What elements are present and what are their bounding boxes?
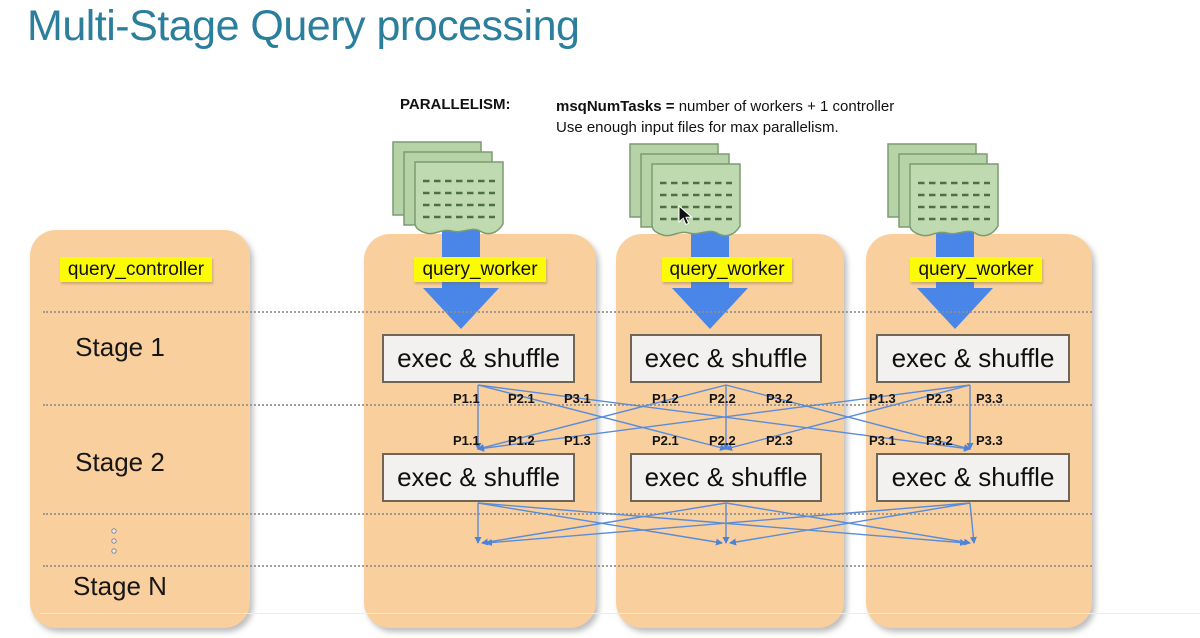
page-title: Multi-Stage Query processing — [27, 2, 580, 50]
partition-label: P3.1 — [564, 391, 591, 406]
worker3-stage2-exec-box: exec & shuffle — [876, 453, 1070, 502]
partition-label: P3.2 — [926, 433, 953, 448]
partition-label: P3.1 — [869, 433, 896, 448]
query-worker-2-label: query_worker — [662, 257, 792, 282]
worker1-stage1-exec-box: exec & shuffle — [382, 334, 575, 383]
stage-divider-line-1 — [43, 311, 1092, 313]
parallelism-advice: Use enough input files for max paralleli… — [556, 119, 839, 136]
query-controller-label: query_controller — [60, 257, 212, 282]
partition-label: P1.3 — [869, 391, 896, 406]
partition-label: P1.1 — [453, 433, 480, 448]
mouse-cursor-icon — [678, 205, 693, 226]
worker3-stage1-exec-box: exec & shuffle — [876, 334, 1070, 383]
partition-label: P2.3 — [766, 433, 793, 448]
document-stack-icon — [629, 143, 741, 237]
query-worker-1-label: query_worker — [414, 257, 546, 282]
worker2-stage1-exec-box: exec & shuffle — [630, 334, 822, 383]
worker2-stage2-exec-box: exec & shuffle — [630, 453, 822, 502]
partition-label: P3.3 — [976, 391, 1003, 406]
partition-label: P3.3 — [976, 433, 1003, 448]
worker1-stage2-exec-box: exec & shuffle — [382, 453, 575, 502]
parallelism-definition: number of workers + 1 controller — [674, 98, 895, 115]
stage-n-label: Stage N — [73, 571, 167, 601]
stage-1-label: Stage 1 — [75, 332, 165, 362]
vertical-ellipsis-icon — [111, 528, 117, 554]
parallelism-heading: PARALLELISM: — [400, 96, 511, 113]
stage-divider-line-4 — [43, 565, 1092, 567]
partition-label: P2.1 — [508, 391, 535, 406]
parallelism-term: msqNumTasks = — [556, 98, 675, 115]
partition-label: P1.2 — [652, 391, 679, 406]
document-stack-icon — [887, 143, 999, 237]
stage-2-label: Stage 2 — [75, 447, 165, 477]
partition-label: P1.2 — [508, 433, 535, 448]
query-controller-panel — [30, 230, 250, 628]
partition-label: P2.3 — [926, 391, 953, 406]
stage-divider-line-3 — [43, 513, 1092, 515]
document-stack-icon — [392, 141, 504, 235]
partition-label: P2.2 — [709, 433, 736, 448]
partition-label: P1.3 — [564, 433, 591, 448]
baseline-divider — [40, 613, 1200, 614]
partition-label: P1.1 — [453, 391, 480, 406]
partition-label: P2.1 — [652, 433, 679, 448]
query-worker-3-label: query_worker — [910, 257, 1042, 282]
parallelism-note: msqNumTasks = number of workers + 1 cont… — [556, 96, 894, 138]
partition-label: P2.2 — [709, 391, 736, 406]
partition-label: P3.2 — [766, 391, 793, 406]
